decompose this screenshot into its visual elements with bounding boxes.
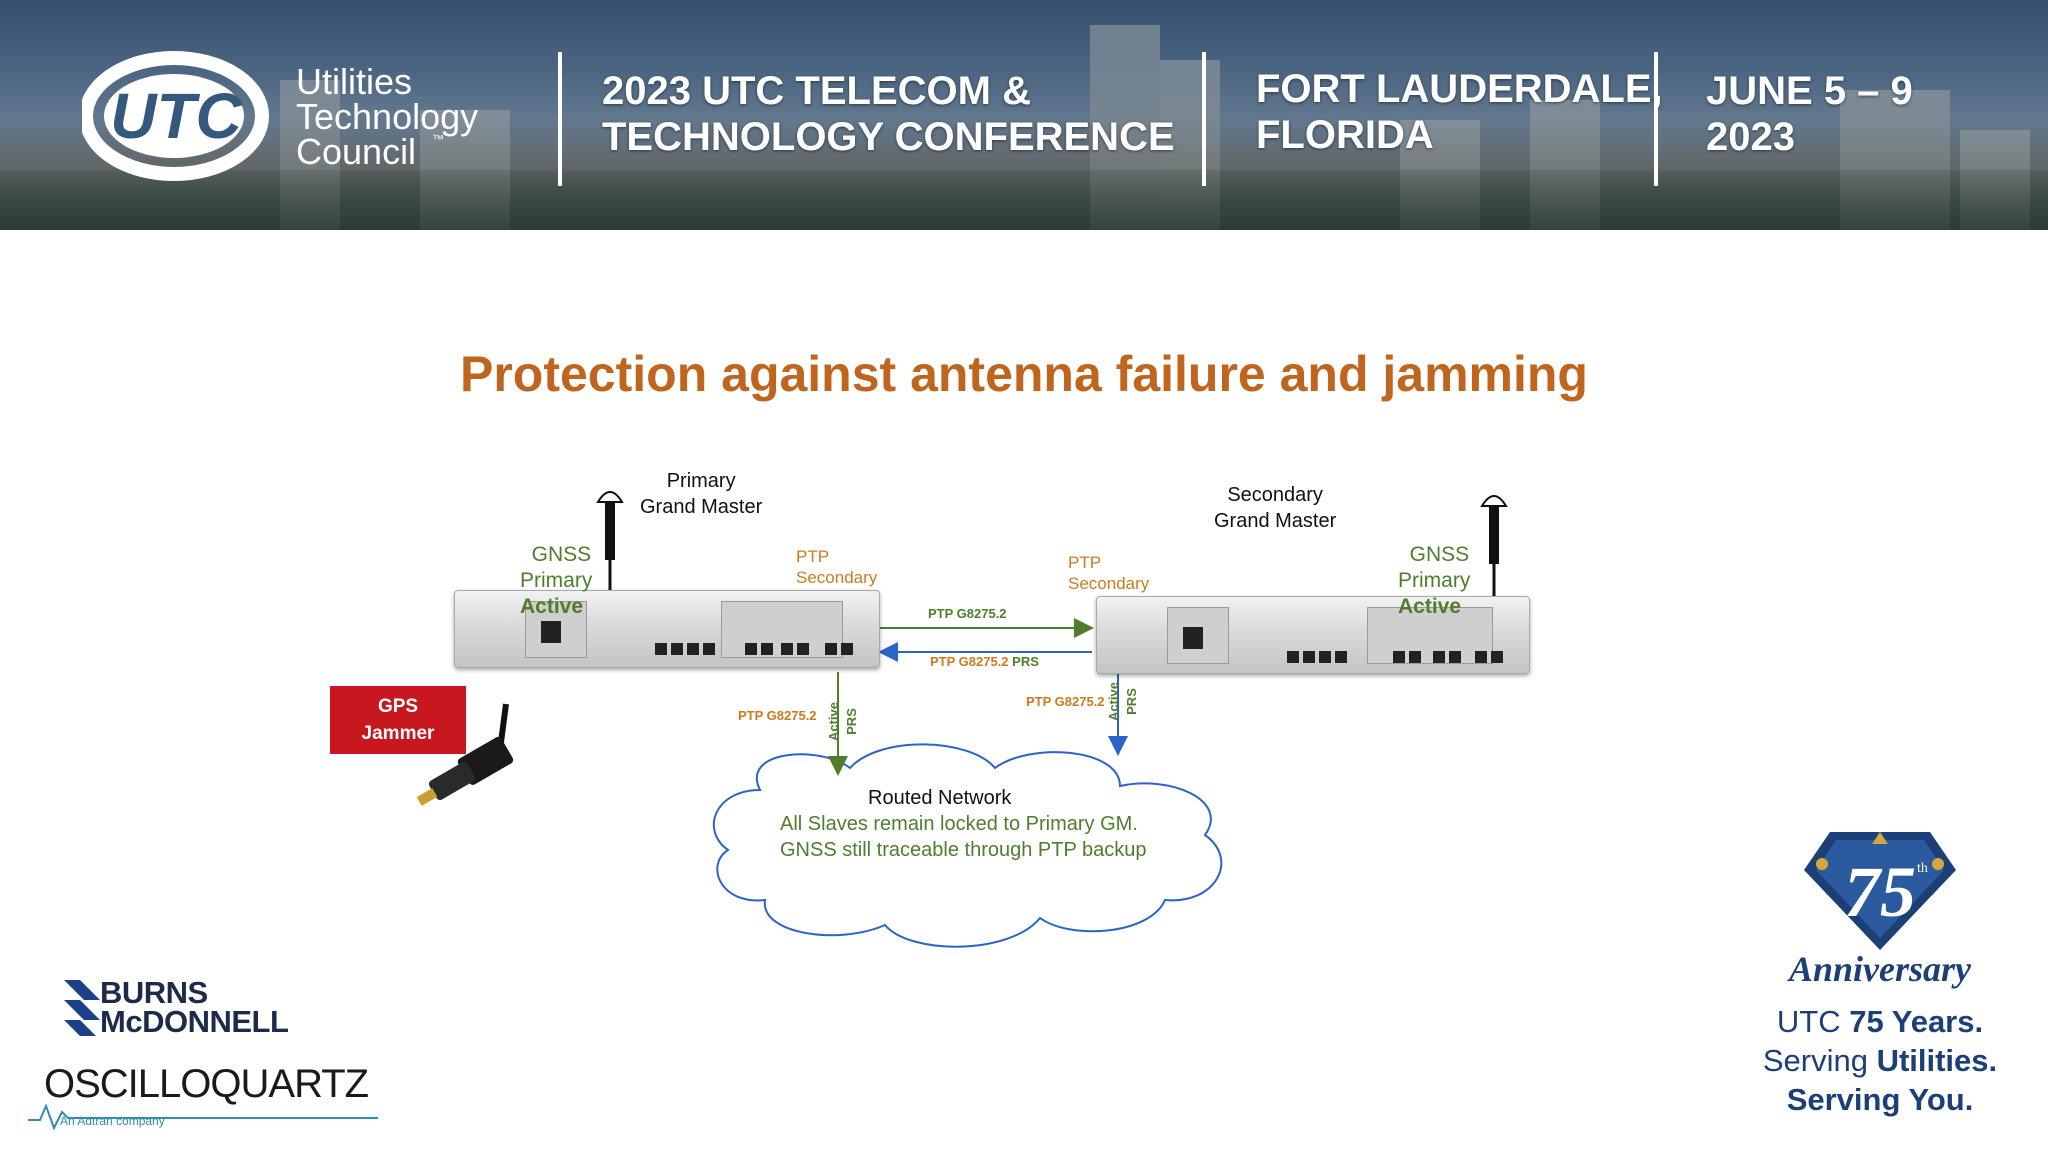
ptp-down-right-label: PTP G8275.2 — [1026, 694, 1105, 709]
gnss-antenna-icon — [1480, 495, 1508, 564]
ptp-link-bottom-label: PTP G8275.2 PRS — [930, 654, 1039, 669]
divider — [1202, 52, 1206, 186]
cloud-line-1: All Slaves remain locked to Primary GM. — [780, 813, 1138, 835]
gps-jammer-label: GPS Jammer — [330, 686, 466, 754]
utc-name: Utilities Technology Council — [296, 61, 479, 172]
svg-text:th: th — [1917, 861, 1928, 876]
cloud-line-2: GNSS still traceable through PTP backup — [780, 839, 1147, 861]
utc-logo: UTC — [82, 51, 269, 181]
trademark: ™ — [432, 132, 444, 146]
conference-dates: JUNE 5 – 9 2023 — [1706, 69, 1913, 159]
gps-jammer-icon — [416, 703, 514, 806]
primary-grand-master-device — [454, 590, 880, 668]
oscilloquartz-logo: OSCILLOQUARTZ — [44, 1062, 369, 1106]
gnss-antenna-icon — [596, 491, 624, 560]
burns-line-2: McDONNELL — [100, 1004, 289, 1039]
burns-line-1: BURNS — [100, 975, 208, 1010]
secondary-grand-master-device — [1096, 596, 1530, 674]
secondary-gm-label: Secondary Grand Master — [1214, 484, 1337, 532]
active-label: Active — [1106, 681, 1122, 722]
cloud-title: Routed Network — [868, 787, 1012, 809]
divider — [1654, 52, 1658, 186]
utc-75-tagline: UTC 75 Years. Serving Utilities. Serving… — [1762, 1004, 1998, 1117]
ptp-down-left-label: PTP G8275.2 — [738, 708, 817, 723]
burns-mcdonnell-logo: BURNS McDONNELL — [60, 977, 289, 1043]
active-label: Active — [826, 701, 842, 742]
ptp-secondary-right-label: PTP Secondary — [1068, 553, 1150, 593]
ptp-secondary-left-label: PTP Secondary — [796, 547, 878, 587]
routed-network-cloud — [712, 743, 1223, 948]
conference-title: 2023 UTC TELECOM & TECHNOLOGY CONFERENCE — [602, 69, 1175, 159]
oscilloquartz-wave-icon — [28, 1103, 378, 1130]
primary-gm-label: Primary Grand Master — [640, 470, 763, 518]
ptp-link-top-label: PTP G8275.2 — [928, 606, 1007, 621]
prs-label: PRS — [843, 708, 859, 735]
oscilloquartz-subtitle: An Adtran company — [60, 1114, 165, 1128]
prs-label: PRS — [1123, 688, 1139, 715]
header-banner: UTC Utilities Technology Council ™ 2023 … — [0, 0, 2048, 230]
divider — [558, 52, 562, 186]
burns-mcdonnell-mark-icon — [64, 980, 100, 1036]
anniversary-75-emblem: 75 th — [1804, 832, 1956, 950]
svg-text:75: 75 — [1844, 852, 1916, 932]
conference-location: FORT LAUDERDALE, FLORIDA — [1256, 67, 1663, 157]
anniversary-word: Anniversary — [1788, 949, 1972, 989]
slide-title: Protection against antenna failure and j… — [460, 346, 1588, 402]
svg-text:UTC: UTC — [110, 80, 242, 152]
